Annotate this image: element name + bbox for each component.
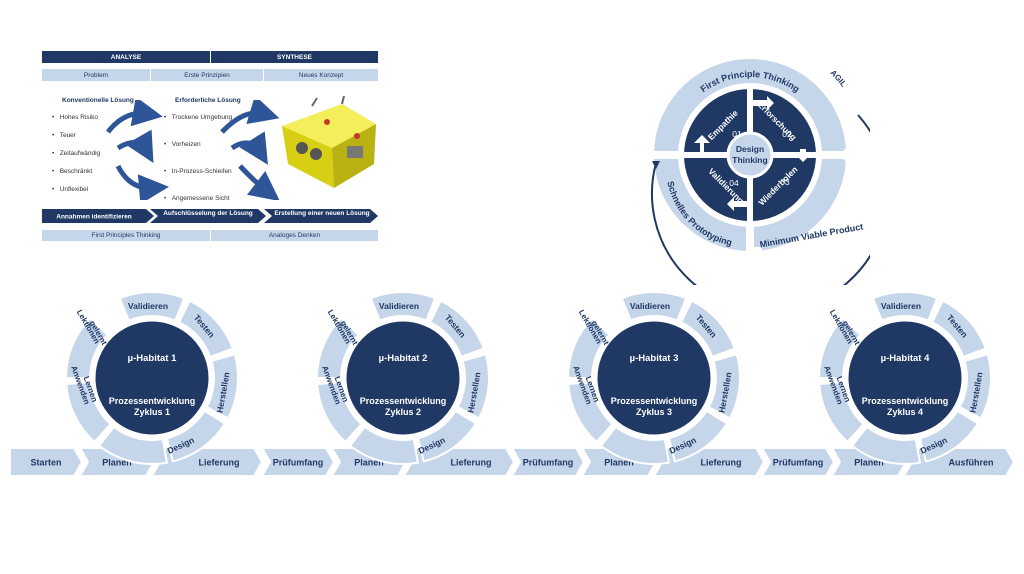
cycle-core xyxy=(94,320,210,436)
timeline-label: Starten xyxy=(30,458,61,468)
list-item: • Hohes Risiko xyxy=(52,114,98,121)
step-label: Annahmen identifizieren xyxy=(56,214,132,221)
cycle-title: µ-Habitat 3 xyxy=(630,353,679,364)
problem-header: Problem xyxy=(42,69,150,81)
list-item: • Teuer xyxy=(52,132,76,139)
agil-label: AGIL xyxy=(829,68,849,89)
cycle-core xyxy=(345,320,461,436)
cycle-subtitle: Zyklus 4 xyxy=(887,407,923,417)
timeline-label: Prüfumfang xyxy=(523,458,574,468)
quadrant-num: 03 xyxy=(780,177,790,187)
cycle-subtitle: Zyklus 3 xyxy=(636,407,672,417)
cycle-core xyxy=(596,320,712,436)
timeline-label: Lieferung xyxy=(700,458,741,468)
arrow-icon xyxy=(232,143,260,152)
process-steps: Annahmen identifizieren Aufschlüsselung … xyxy=(42,208,382,224)
quadrant-num: 02 xyxy=(782,129,792,139)
cycle-title: µ-Habitat 4 xyxy=(881,353,930,364)
list-item: • Beschränkt xyxy=(52,168,92,175)
cycle-subtitle: Prozessentwicklung xyxy=(862,396,949,406)
cycle-subtitle: Prozessentwicklung xyxy=(611,396,698,406)
timeline-label: Lieferung xyxy=(198,458,239,468)
device-image xyxy=(272,96,380,192)
cycle-title: µ-Habitat 2 xyxy=(379,353,428,364)
timeline-label: Ausführen xyxy=(949,458,994,468)
cycle-core xyxy=(847,320,963,436)
arrow-icon xyxy=(240,166,268,192)
cycle-subtitle: Zyklus 1 xyxy=(134,407,170,417)
cycle-subtitle: Prozessentwicklung xyxy=(109,396,196,406)
list-item: • Unflexibel xyxy=(52,186,88,193)
arrow-icon xyxy=(108,113,148,132)
flow-arrows xyxy=(100,100,280,200)
quadrant-num: 04 xyxy=(729,178,739,188)
cycle-title: µ-Habitat 1 xyxy=(128,353,177,364)
segment-validate: Validieren xyxy=(128,301,168,311)
center-title: Thinking xyxy=(732,155,767,165)
step-label: Aufschlüsselung der Lösung xyxy=(163,210,253,217)
segment-validate: Validieren xyxy=(630,301,670,311)
arrow-icon xyxy=(222,113,265,132)
new-concept-header: Neues Konzept xyxy=(264,69,378,81)
timeline-label: Prüfumfang xyxy=(273,458,324,468)
analyse-header: ANALYSE xyxy=(42,51,210,63)
synthese-header: SYNTHESE xyxy=(211,51,378,63)
cycle-subtitle: Prozessentwicklung xyxy=(360,396,447,406)
quadrant-num: 01 xyxy=(732,129,742,139)
footer-analog: Analoges Denken xyxy=(211,230,378,241)
list-item: • Zeitaufwändig xyxy=(52,150,100,157)
arrow-icon xyxy=(118,142,146,150)
segment-validate: Validieren xyxy=(379,301,419,311)
first-principles-header: Erste Prinzipien xyxy=(151,69,263,81)
design-thinking-diagram: Design Thinking Empathie 01 Erforschung … xyxy=(630,45,870,285)
arrow-icon xyxy=(118,166,154,188)
center-title: Design xyxy=(736,144,764,154)
timeline-label: Prüfumfang xyxy=(773,458,824,468)
timeline-label: Lieferung xyxy=(450,458,491,468)
cycle-subtitle: Zyklus 2 xyxy=(385,407,421,417)
segment-validate: Validieren xyxy=(881,301,921,311)
step-label: Erstellung einer neuen Lösung xyxy=(274,210,369,217)
cycle-2: µ-Habitat 2 ProzessentwicklungZyklus 2 Val… xyxy=(317,292,489,464)
footer-first-principles: First Principles Thinking xyxy=(42,230,210,241)
